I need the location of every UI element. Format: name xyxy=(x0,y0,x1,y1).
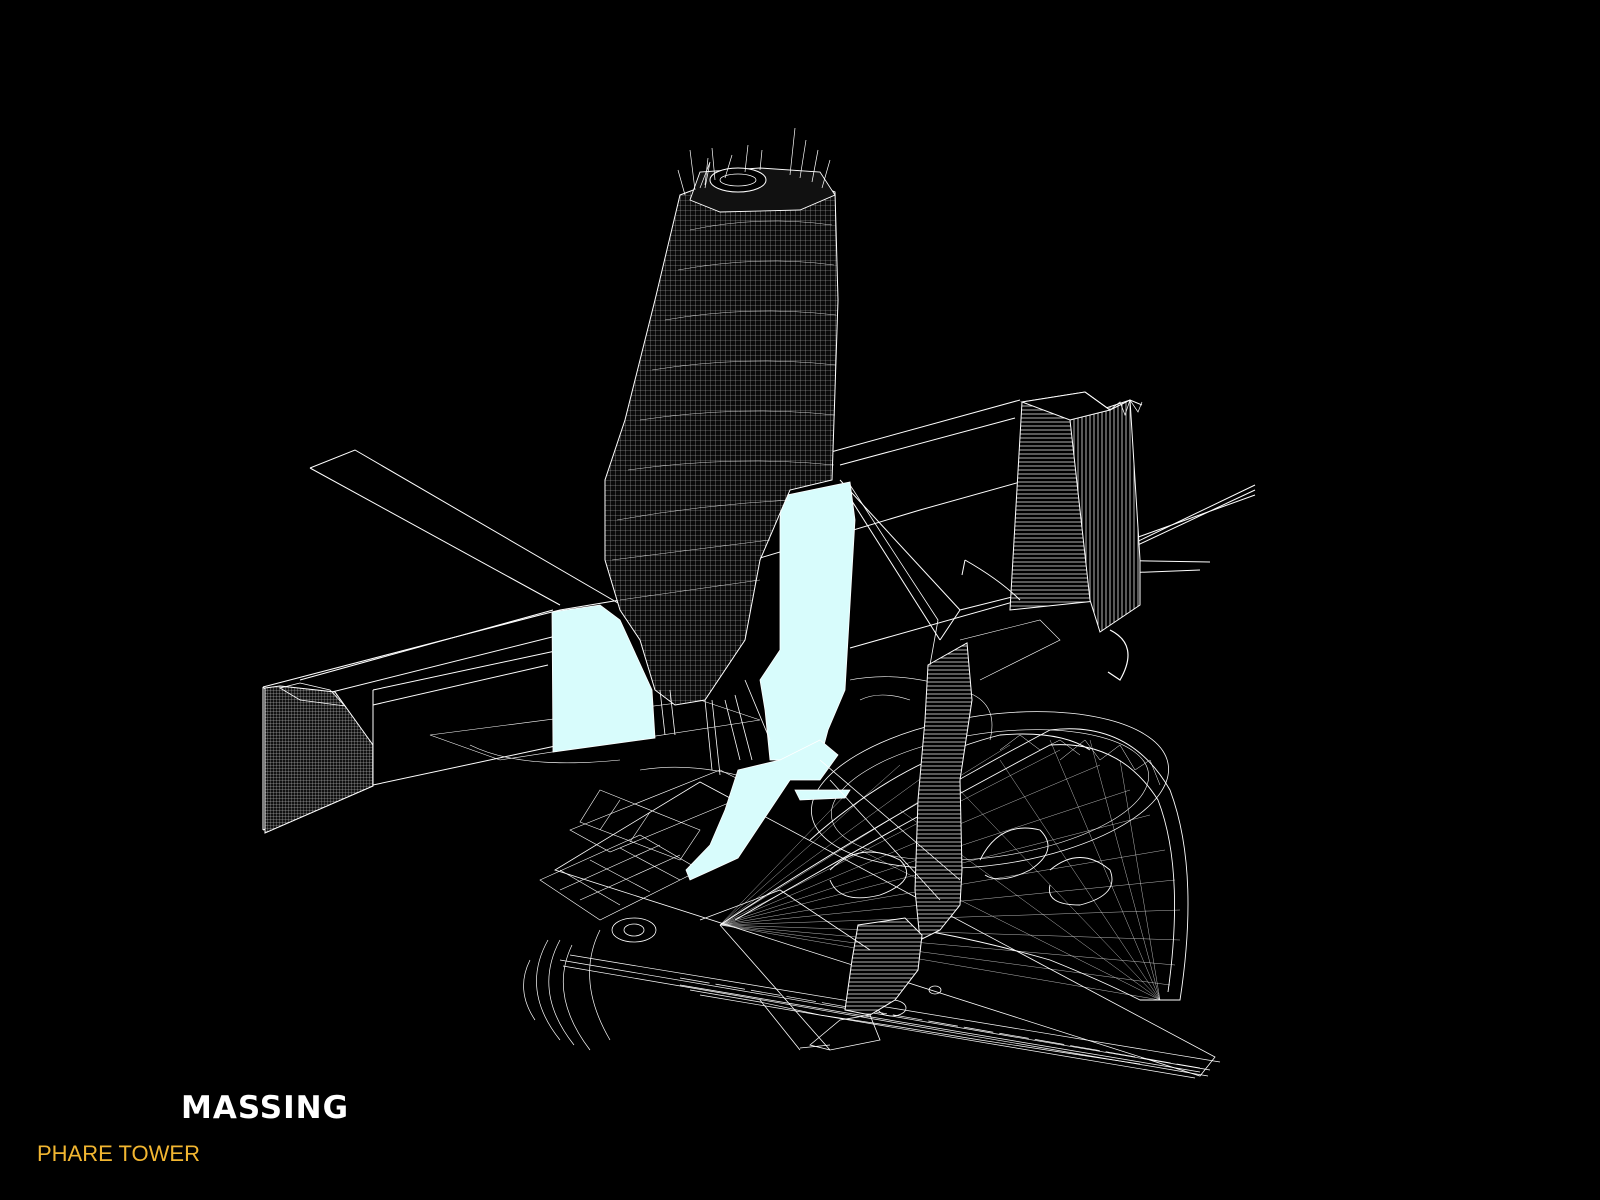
round-plaza-left xyxy=(611,917,657,943)
highlighted-volumes xyxy=(551,481,856,881)
drawing-subtitle: PHARE TOWER xyxy=(37,1141,200,1166)
ground-arcs xyxy=(523,929,611,1051)
paving-grid xyxy=(539,769,761,921)
ribbon-facade xyxy=(914,642,973,941)
ribbon-base xyxy=(844,917,923,1016)
right-tower-crown xyxy=(1109,399,1143,417)
tower-base-legs xyxy=(659,679,771,776)
phare-tower xyxy=(604,127,839,776)
twisted-ribbon xyxy=(799,642,973,1051)
cyan-volume-left xyxy=(551,604,656,753)
cyan-volume-base xyxy=(685,739,839,881)
tower-contours xyxy=(611,220,837,601)
right-tower xyxy=(961,391,1143,681)
podium-end-facade xyxy=(264,682,374,834)
drawing-title: MASSING xyxy=(181,1090,350,1126)
tower-spires xyxy=(677,127,831,196)
podium-top-edge xyxy=(262,481,1021,688)
connector-lines xyxy=(699,484,961,1051)
site-plan xyxy=(429,619,1221,1079)
plaza-slab xyxy=(554,781,1216,1077)
cnit-steps xyxy=(999,734,1161,786)
